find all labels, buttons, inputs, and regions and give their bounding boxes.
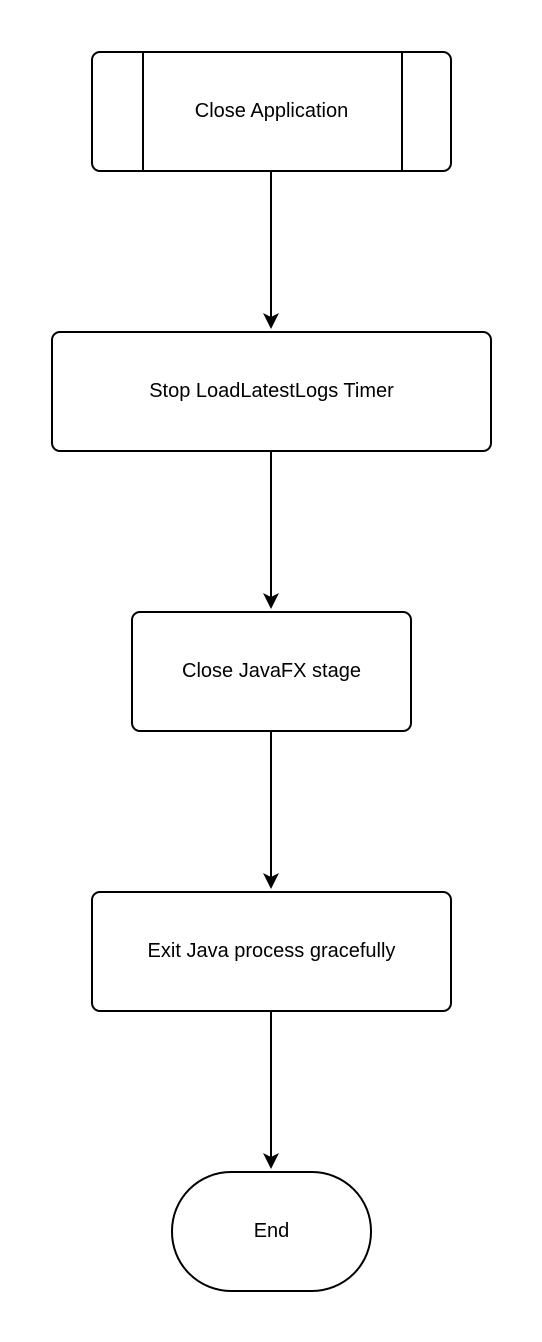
edge-close-stage-to-exit-process	[263, 731, 279, 889]
node-label: Close Application	[194, 100, 349, 122]
edge-close-application-to-stop-timer	[263, 171, 279, 329]
node-label: Stop LoadLatestLogs Timer	[149, 380, 394, 402]
edge-exit-process-to-end	[263, 1011, 279, 1169]
node-close-stage: Close JavaFX stage	[131, 611, 412, 732]
subprocess-left-bar	[142, 53, 144, 170]
node-close-application: Close Application	[91, 51, 452, 172]
node-exit-process: Exit Java process gracefully	[91, 891, 452, 1012]
arrowhead-icon	[263, 873, 279, 889]
subprocess-right-bar	[401, 53, 403, 170]
arrowhead-icon	[263, 313, 279, 329]
arrowhead-icon	[263, 1153, 279, 1169]
node-label: End	[253, 1220, 290, 1242]
node-end: End	[171, 1171, 372, 1292]
node-label: Exit Java process gracefully	[147, 940, 396, 962]
node-label: Close JavaFX stage	[182, 660, 361, 682]
edge-stop-timer-to-close-stage	[263, 451, 279, 609]
node-stop-timer: Stop LoadLatestLogs Timer	[51, 331, 492, 452]
arrowhead-icon	[263, 593, 279, 609]
